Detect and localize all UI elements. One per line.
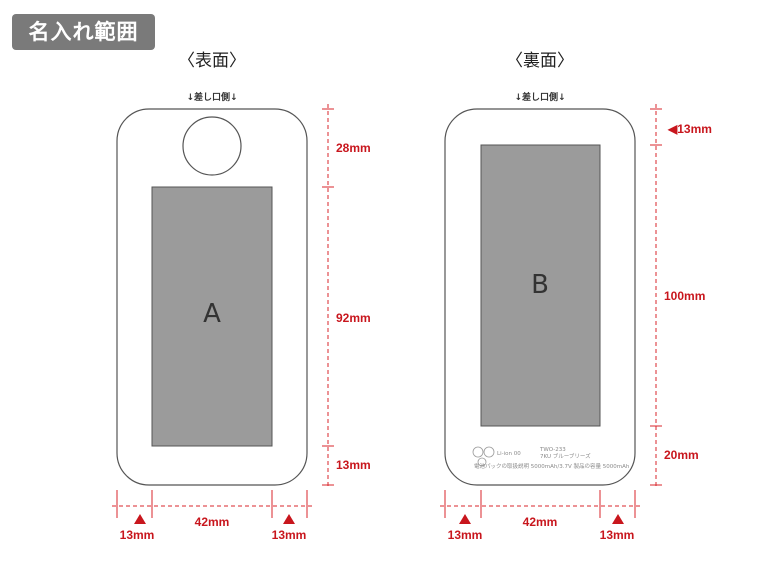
front-dim-middle: 92mm — [336, 311, 371, 325]
back-dim-right: 13mm — [600, 528, 635, 542]
back-horizontal-dimension — [440, 490, 640, 524]
front-vertical-dimension — [322, 104, 334, 488]
back-dim-bottom: 20mm — [664, 448, 699, 462]
front-dim-left: 13mm — [120, 528, 155, 542]
front-hole — [182, 116, 242, 176]
back-dim-top: ◀13mm — [667, 122, 712, 136]
back-vertical-dimension — [650, 104, 662, 488]
back-fine-print-3: 7KU ブルーブリーズ — [540, 452, 591, 460]
back-recycle-marks — [472, 446, 495, 467]
back-dim-middle: 100mm — [664, 289, 705, 303]
back-fine-print-2: TWO-233 — [539, 447, 566, 453]
front-dim-width: 42mm — [195, 515, 230, 529]
back-print-zone — [480, 144, 601, 427]
front-dim-right: 13mm — [272, 528, 307, 542]
back-fine-print-4: 電池パックの取扱説明 5000mAh/3.7V 製品の容量 5000mAh — [474, 462, 630, 470]
front-print-zone — [151, 186, 273, 447]
back-title: 〈裏面〉 — [506, 50, 574, 71]
front-slot-label: ↓差し口側↓ — [186, 91, 237, 103]
front-horizontal-dimension — [112, 490, 312, 524]
back-dim-left: 13mm — [448, 528, 483, 542]
back-slot-label: ↓差し口側↓ — [514, 91, 565, 103]
front-dim-top: 28mm — [336, 141, 371, 155]
front-title: 〈表面〉 — [178, 51, 246, 71]
front-zone-label: A — [203, 299, 221, 329]
back-fine-print-1: Li-ion 00 — [497, 451, 521, 457]
back-zone-label: B — [531, 270, 549, 300]
back-dim-width: 42mm — [523, 515, 558, 529]
front-dim-bottom: 13mm — [336, 458, 371, 472]
print-area-badge: 名入れ範囲 — [12, 14, 155, 50]
